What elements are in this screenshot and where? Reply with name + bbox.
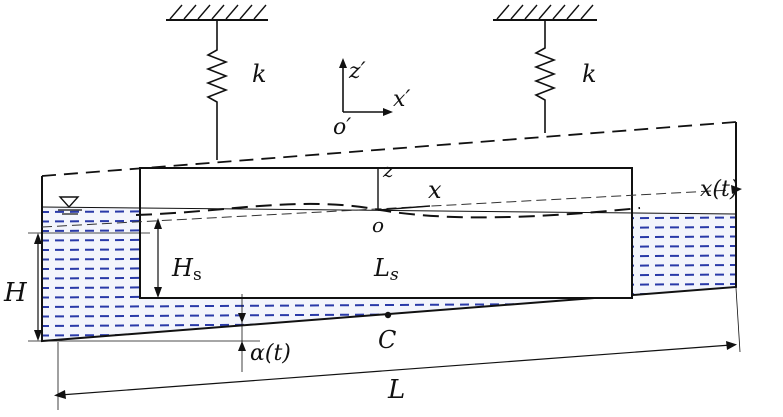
local-origin-label: o	[372, 213, 384, 237]
zigzag-spring-icon	[205, 20, 229, 160]
spring-right-label: k	[582, 60, 597, 88]
Hs-label: Hs	[171, 254, 202, 285]
Ls-label: Ls	[373, 254, 399, 285]
ground-support-right	[493, 4, 597, 21]
global-x-label: x′	[393, 87, 410, 112]
point-C	[384, 311, 392, 319]
hatched-ground-icon	[169, 4, 267, 20]
global-origin-label: o′	[333, 115, 351, 140]
arrow-right-icon	[731, 185, 742, 194]
global-z-label: z′	[348, 59, 366, 84]
spring-left-label: k	[252, 60, 267, 88]
local-x-axis	[377, 205, 431, 211]
alpha-label: α(t)	[250, 341, 291, 366]
submerged-body	[139, 167, 633, 299]
global-axes	[339, 58, 393, 116]
C-label: C	[378, 326, 396, 354]
tilted-axis-xt	[41, 189, 731, 228]
dimension-H	[28, 232, 150, 342]
zigzag-spring-icon	[533, 20, 557, 133]
H-label: H	[3, 278, 28, 308]
inverted-triangle-icon	[58, 196, 82, 215]
spring-left	[205, 20, 229, 160]
liquid-hatch-line	[42, 302, 736, 308]
spring-right	[533, 20, 557, 133]
L-label: L	[387, 375, 405, 405]
dimension-Hs	[154, 218, 162, 298]
local-x-label: x	[428, 176, 442, 204]
local-z-label: z	[382, 158, 394, 182]
hatched-ground-icon	[496, 4, 594, 20]
angle-alpha	[42, 294, 260, 372]
dimension-L	[54, 287, 741, 410]
xt-label: x(t)	[700, 177, 738, 202]
arrow-right-icon	[383, 108, 393, 116]
arrow-up-icon	[339, 58, 347, 68]
ground-support-left	[166, 4, 268, 21]
